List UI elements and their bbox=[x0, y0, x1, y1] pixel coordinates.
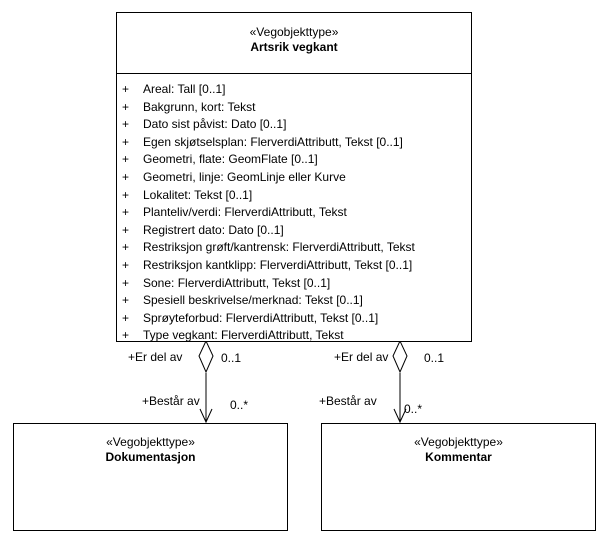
attribute-compartment: + Areal: Tall [0..1] + Bakgrunn, kort: Teks… bbox=[117, 73, 471, 342]
stereotype-label: «Vegobjekttype» bbox=[414, 435, 503, 449]
attribute-visibility: + bbox=[122, 258, 130, 272]
left-whole-role: +Er del av bbox=[128, 350, 183, 364]
attribute-text: Egen skjøtselsplan: FlerverdiAttributt, … bbox=[143, 134, 403, 149]
attribute-visibility: + bbox=[122, 187, 130, 202]
left-aggregation-diamond bbox=[198, 339, 214, 374]
attribute-visibility: + bbox=[122, 310, 130, 325]
attribute-text: Restriksjon kantklipp: FlerverdiAttribut… bbox=[143, 258, 413, 272]
left-part-role: +Består av bbox=[142, 394, 200, 408]
attribute-text: Spesiell beskrivelse/merknad: Tekst [0..… bbox=[143, 293, 363, 308]
right-part-role: +Består av bbox=[319, 394, 377, 408]
attribute-text: Lokalitet: Tekst [0..1] bbox=[143, 187, 253, 202]
attribute-visibility: + bbox=[122, 152, 130, 167]
attribute-visibility: + bbox=[122, 275, 130, 290]
stereotype-label: «Vegobjekttype» bbox=[249, 25, 339, 39]
attribute-text: Bakgrunn, kort: Tekst bbox=[143, 99, 256, 114]
attribute-text: Geometri, linje: GeomLinje eller Kurve bbox=[143, 170, 346, 184]
right-whole-role: +Er del av bbox=[334, 350, 389, 364]
class-name: Kommentar bbox=[425, 450, 492, 464]
right-whole-multiplicity: 0..1 bbox=[424, 351, 445, 365]
attribute-visibility: + bbox=[122, 117, 130, 132]
class-name: Dokumentasjon bbox=[105, 450, 196, 464]
attribute-visibility: + bbox=[122, 170, 130, 184]
attribute-text: Sprøyteforbud: FlerverdiAttributt, Tekst… bbox=[143, 310, 379, 325]
attribute-text: Sone: FlerverdiAttributt, Tekst [0..1] bbox=[143, 275, 331, 290]
right-aggregation-diamond bbox=[392, 339, 408, 374]
attribute-text: Restriksjon grøft/kantrensk: FlerverdiAt… bbox=[143, 240, 415, 255]
attribute-visibility: + bbox=[122, 134, 130, 149]
attribute-visibility: + bbox=[122, 99, 130, 114]
class-artsrik-vegkant[interactable]: «Vegobjekttype» Artsrik vegkant + Areal: … bbox=[116, 12, 472, 342]
attribute-text: Areal: Tall [0..1] bbox=[143, 82, 226, 96]
attribute-visibility: + bbox=[122, 205, 130, 220]
left-whole-multiplicity: 0..1 bbox=[221, 351, 242, 365]
attribute-visibility: + bbox=[122, 328, 130, 343]
attribute-text: Registrert dato: Dato [0..1] bbox=[143, 222, 284, 237]
attribute-visibility: + bbox=[122, 240, 130, 255]
stereotype-label: «Vegobjekttype» bbox=[106, 435, 195, 449]
attribute-visibility: + bbox=[122, 82, 130, 96]
attribute-text: Type vegkant: FlerverdiAttributt, Tekst bbox=[143, 328, 344, 343]
class-kommentar[interactable]: «Vegobjekttype» Kommentar bbox=[321, 423, 596, 531]
attribute-text: Dato sist påvist: Dato [0..1] bbox=[143, 117, 287, 132]
right-part-multiplicity: 0..* bbox=[404, 402, 423, 416]
right-arrowhead bbox=[393, 408, 407, 424]
attribute-visibility: + bbox=[122, 222, 130, 237]
attribute-text: Geometri, flate: GeomFlate [0..1] bbox=[143, 152, 318, 167]
attribute-visibility: + bbox=[122, 293, 130, 308]
left-part-multiplicity: 0..* bbox=[230, 398, 249, 412]
class-dokumentasjon[interactable]: «Vegobjekttype» Dokumentasjon bbox=[13, 423, 288, 531]
left-arrowhead bbox=[199, 408, 213, 424]
attribute-text: Planteliv/verdi: FlerverdiAttributt, Tek… bbox=[143, 205, 347, 220]
class-name: Artsrik vegkant bbox=[250, 40, 338, 54]
